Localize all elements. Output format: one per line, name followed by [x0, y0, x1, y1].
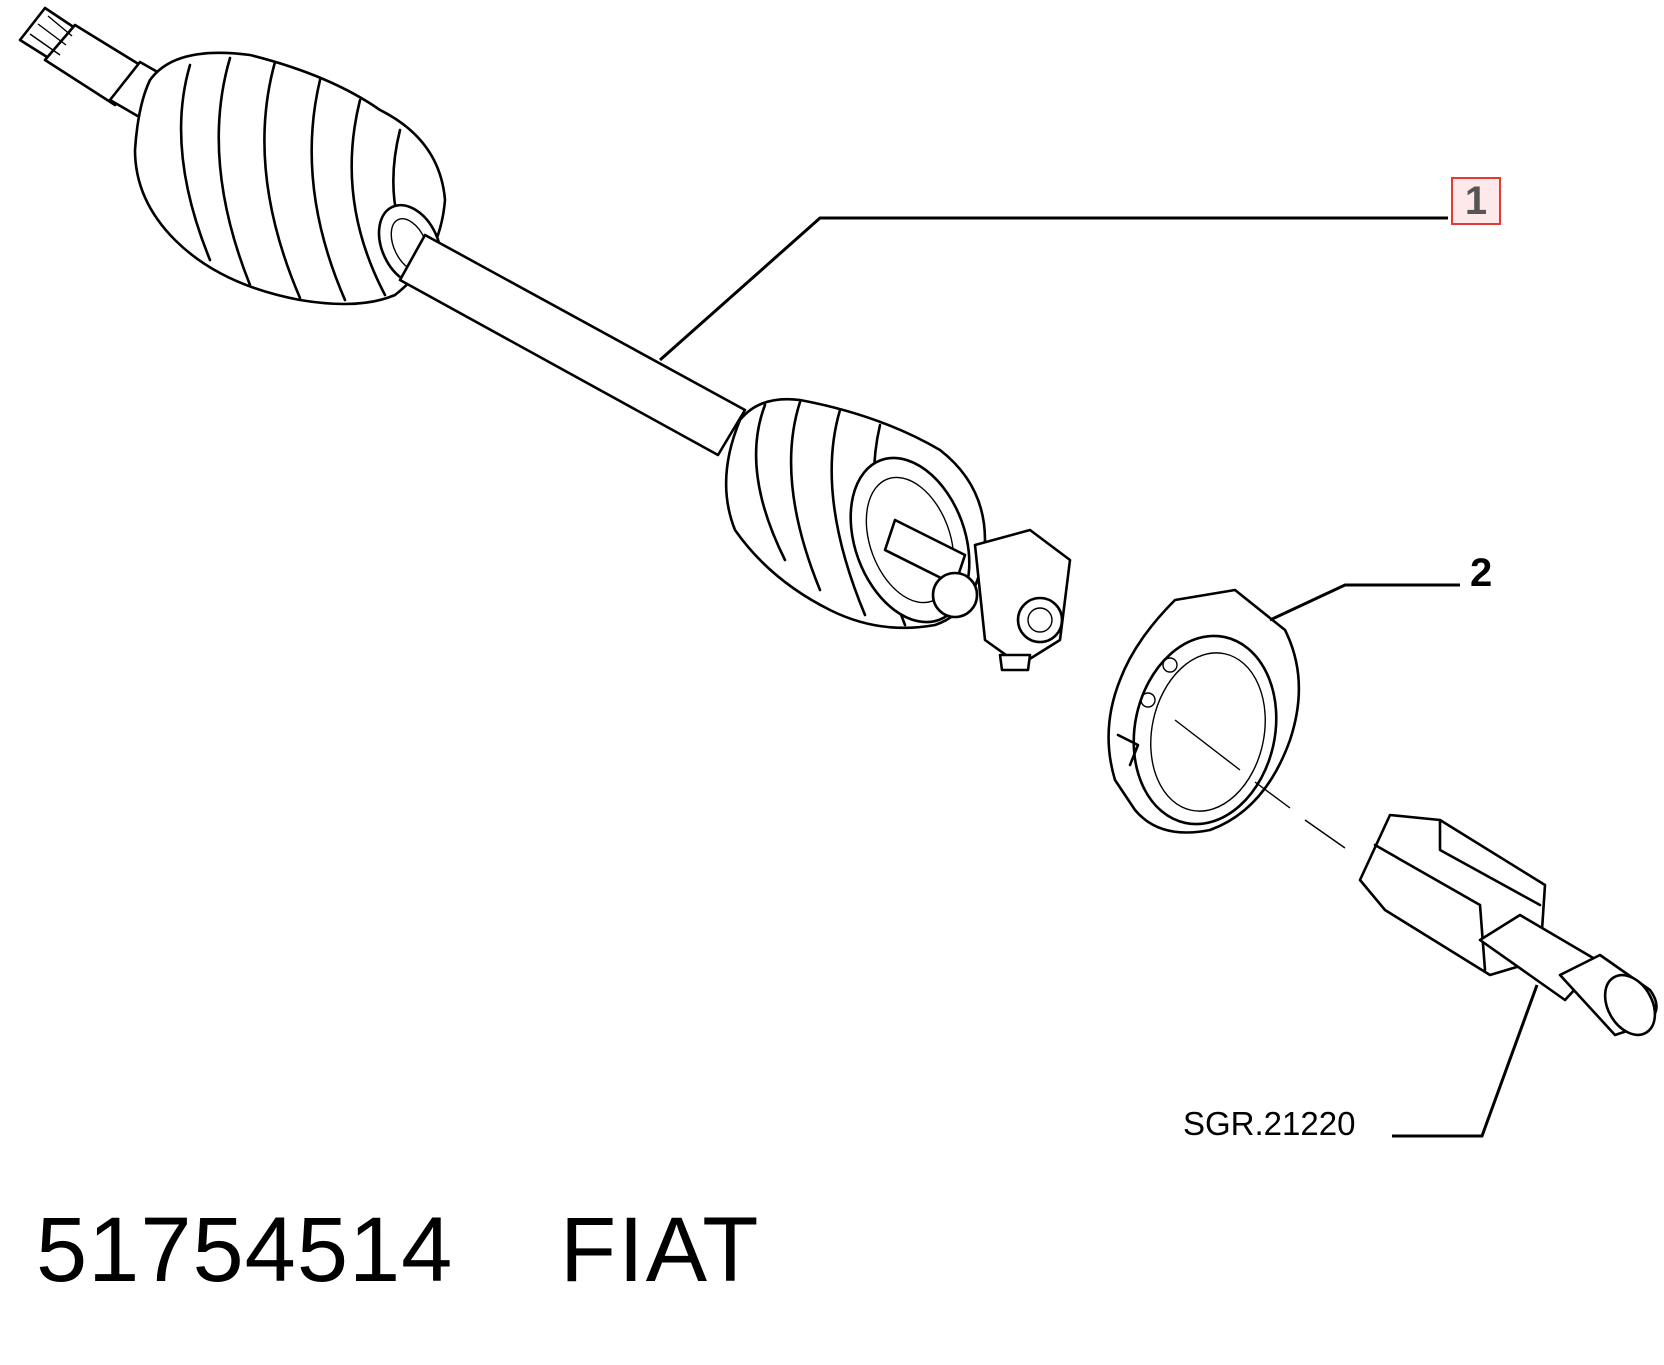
clamp-ring	[1107, 588, 1301, 834]
part-number: 51754514	[36, 1199, 454, 1301]
inner-joint-stub	[1358, 813, 1658, 1037]
outer-cv-boot	[133, 51, 447, 306]
reference-label: SGR.21220	[1183, 1105, 1356, 1142]
callout-item-1: 1	[1451, 177, 1501, 225]
main-shaft	[398, 233, 747, 457]
leader-line-1	[659, 216, 1448, 362]
axis-line	[1174, 719, 1346, 849]
brand-name: FIAT	[560, 1199, 761, 1301]
tripod-spider	[883, 518, 1072, 672]
leader-line-ref	[1392, 984, 1539, 1138]
leader-line-2	[1269, 583, 1460, 622]
inner-cv-boot	[724, 397, 987, 630]
callout-item-2: 2	[1470, 551, 1493, 595]
outer-spline-stub	[18, 6, 177, 124]
